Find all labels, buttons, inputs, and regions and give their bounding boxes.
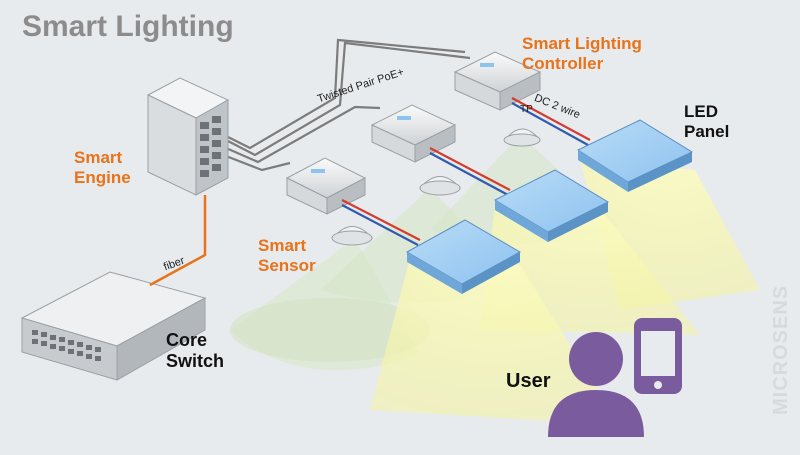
led-panel-middle [493, 169, 610, 242]
smart-engine-label: Smart Engine [74, 148, 131, 187]
core-switch-label: Core Switch [166, 330, 225, 371]
sensor-controller-front [285, 157, 367, 215]
led-panel-label: LED Panel [684, 102, 730, 141]
page-title: Smart Lighting [22, 10, 234, 43]
smart-engine-device [146, 77, 230, 196]
smart-sensors [331, 128, 542, 246]
controller-label: Smart Lighting Controller [522, 34, 642, 73]
smart-sensor-label: Smart Sensor [258, 236, 316, 275]
fiber-cable [149, 195, 207, 287]
led-panel-back [576, 119, 694, 192]
poe-cables [225, 38, 471, 172]
led-panel-front [405, 219, 522, 294]
dc-cables [341, 97, 591, 246]
light-cones [370, 160, 760, 425]
tp-cable-label: TP [520, 104, 533, 115]
brand-logo: MICROSENS [770, 284, 792, 415]
core-switch-device [20, 271, 207, 381]
user-label: User [506, 370, 551, 392]
user-icon [548, 332, 644, 437]
lighting-controller [453, 51, 542, 111]
sensor-controller-middle [370, 104, 457, 163]
smartphone-icon [634, 318, 682, 394]
